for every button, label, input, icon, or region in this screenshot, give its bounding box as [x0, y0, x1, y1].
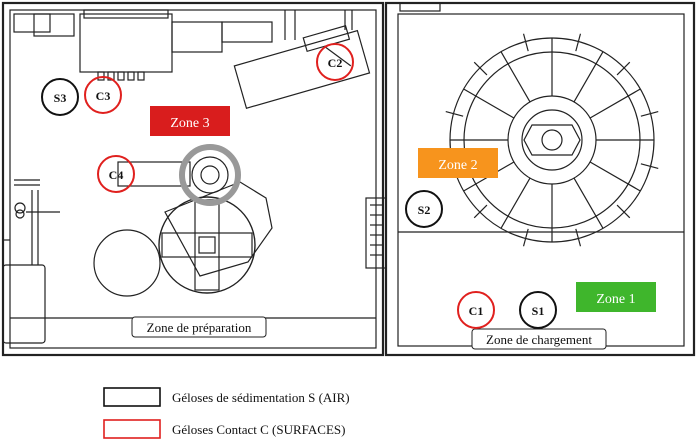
zone-2-label: Zone 2 [438, 158, 477, 173]
loading-room-outer-wall [384, 1, 696, 357]
legend-text-settle: Géloses de sédimentation S (AIR) [172, 390, 350, 405]
preparation-room [1, 1, 387, 357]
corner-cabinet [13, 13, 51, 33]
contact-plate-c3: C3 [84, 76, 122, 114]
upper-bench [79, 13, 173, 73]
rotary-filler-core [200, 165, 220, 185]
rotary-press-core [521, 109, 583, 171]
settle-plate-s3: S3 [41, 78, 79, 116]
preparation-room-inner-wall [9, 9, 377, 349]
round-table [93, 229, 161, 297]
side-unit [171, 21, 223, 53]
rotary-press-sector-tab [445, 110, 464, 117]
rotary-press-sector-line [573, 51, 604, 103]
contact-plate-c4-marker [97, 155, 135, 193]
rotary-press-sector-line [573, 177, 604, 229]
turntable [158, 196, 256, 294]
rotary-press-axle [541, 129, 563, 151]
rotary-press-sector-tab [522, 228, 529, 247]
left-valve-2 [15, 209, 25, 219]
settle-plate-s2-marker [405, 190, 443, 228]
zone-3-label: Zone 3 [170, 116, 209, 131]
zone-3-box: Zone 3 [150, 106, 230, 136]
rotary-press-sector-line [589, 161, 641, 192]
left-bin [2, 264, 46, 344]
loading-room [384, 1, 696, 357]
rotary-press-inner [507, 95, 597, 185]
contact-plate-c2-marker [316, 43, 354, 81]
preparation-caption-text: Zone de préparation [147, 320, 252, 335]
legend-item-settle: Géloses de sédimentation S (AIR) [103, 387, 350, 407]
rotary-press-sector-line [500, 177, 531, 229]
rotary-press-sector-tab [575, 33, 582, 52]
legend-text-contact: Géloses Contact C (SURFACES) [172, 422, 345, 437]
settle-plate-s2-label: S2 [418, 203, 431, 217]
rotary-press-sector-line [589, 88, 641, 119]
contact-plate-c3-label: C3 [96, 89, 111, 103]
contact-plate-c1-marker [457, 291, 495, 329]
rotary-filler-ring [179, 144, 241, 206]
bench-feet [97, 71, 145, 81]
rotary-press-sector-tab [575, 228, 582, 247]
turntable-hub [198, 236, 216, 254]
contact-plate-c2: C2 [316, 43, 354, 81]
upper-bench-top [83, 9, 169, 19]
rotary-filler-inner [191, 156, 229, 194]
contact-plate-c1-label: C1 [469, 304, 484, 318]
rotary-press-sector-line [463, 88, 515, 119]
rotary-press-sector-tab [473, 61, 488, 76]
loading-caption-text: Zone de chargement [486, 332, 592, 347]
loading-door-frame [399, 2, 441, 12]
rotary-press-sector-tab [522, 33, 529, 52]
wall-shelf [221, 21, 273, 43]
zone-2-fill [418, 148, 498, 178]
zone-3-fill [150, 106, 230, 136]
turntable-arm-horizontal [161, 232, 253, 258]
rotary-press-sector-tab [640, 163, 659, 170]
preparation-caption: Zone de préparation [131, 316, 267, 338]
rotary-press-sector-line [500, 51, 531, 103]
rotary-press-hub [523, 124, 581, 156]
c4-table [117, 161, 191, 187]
zone-1-label: Zone 1 [596, 292, 635, 307]
settle-plate-s2: S2 [405, 190, 443, 228]
contact-plate-c1: C1 [457, 291, 495, 329]
contact-plate-c4: C4 [97, 155, 135, 193]
rotary-press-sector-tab [473, 204, 488, 219]
contact-plate-c4-label: C4 [109, 168, 124, 182]
settle-plate-s1-label: S1 [532, 304, 545, 318]
left-valve [14, 202, 26, 214]
top-cabinet-left [33, 13, 75, 37]
legend-item-contact: Géloses Contact C (SURFACES) [103, 419, 345, 439]
settle-plate-s3-marker [41, 78, 79, 116]
loading-caption-box [471, 328, 607, 350]
legend-swatch-contact [103, 419, 161, 439]
zone-1-fill [576, 282, 656, 312]
rotary-press-sectors [445, 33, 659, 247]
loading-caption: Zone de chargement [471, 328, 607, 350]
rotary-press-sector-tab [616, 61, 631, 76]
zone-2-box: Zone 2 [418, 148, 498, 178]
contact-plate-c3-marker [84, 76, 122, 114]
tilted-workstation [233, 24, 371, 109]
rotary-press [445, 33, 659, 247]
preparation-room-outer-wall [1, 1, 385, 357]
rotary-press-sector-tab [640, 110, 659, 117]
legend: Géloses de sédimentation S (AIR) Géloses… [103, 387, 350, 439]
rotary-press-sector-tab [616, 204, 631, 219]
contact-plate-c2-label: C2 [328, 56, 343, 70]
settle-plate-s3-label: S3 [54, 91, 67, 105]
settle-plate-s1: S1 [519, 291, 557, 329]
preparation-caption-box [131, 316, 267, 338]
zone-1-box: Zone 1 [576, 282, 656, 312]
settle-plate-s1-marker [519, 291, 557, 329]
legend-swatch-settle [103, 387, 161, 407]
